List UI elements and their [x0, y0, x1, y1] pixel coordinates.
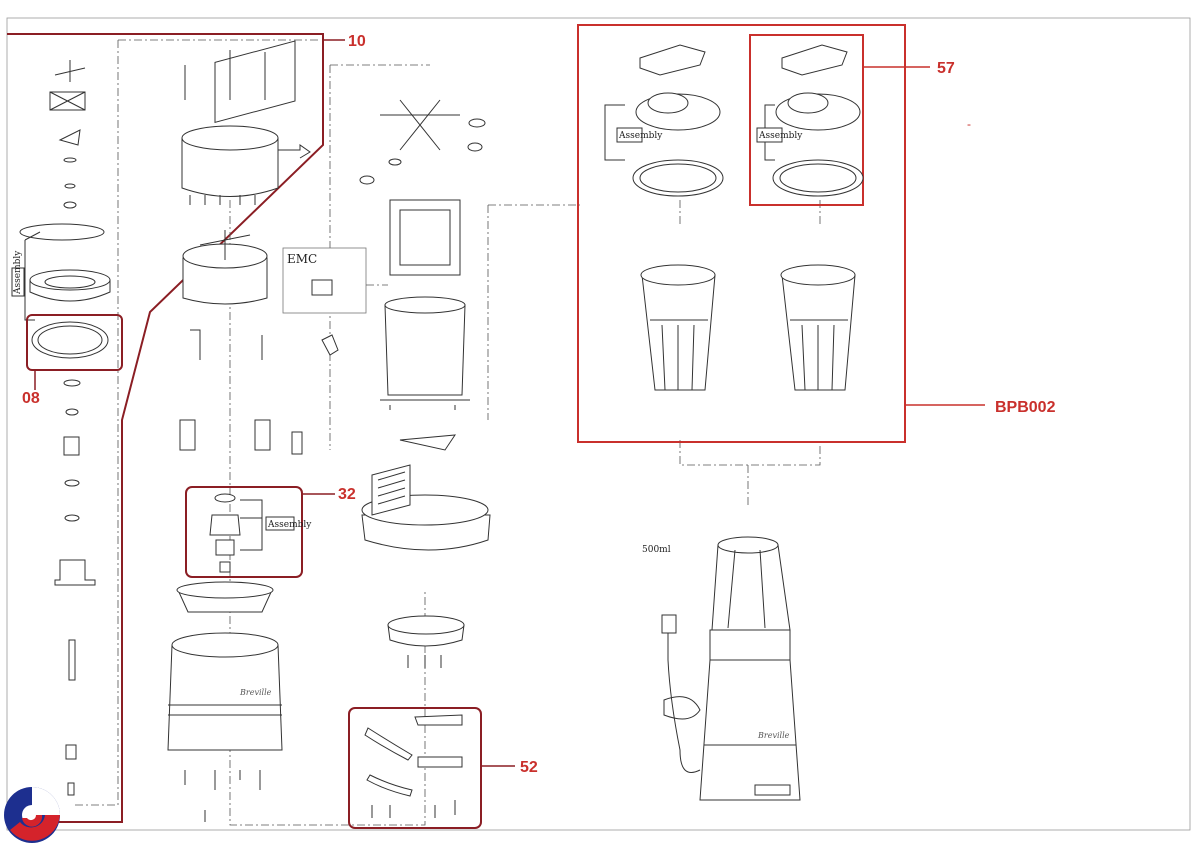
- emc-filter-icon: [311, 279, 333, 296]
- svg-text:Breville: Breville: [239, 688, 272, 697]
- callout-52: 52: [520, 759, 538, 776]
- callout-32: 32: [338, 486, 356, 503]
- group-bpb002-outline: [577, 24, 906, 443]
- callout-08: 08: [22, 390, 40, 407]
- group-08-outline: [26, 314, 123, 371]
- lid-assembly-right: Assembly: [756, 44, 864, 197]
- group-32-parts: Assembly: [209, 493, 312, 573]
- brand-mark: Breville: [757, 731, 790, 740]
- emc-label: EMC: [287, 252, 317, 266]
- company-logo: [4, 787, 60, 843]
- cup-left: [640, 264, 716, 391]
- callout-57: 57: [937, 60, 955, 77]
- drive-coupling-parts: [179, 40, 311, 455]
- assembly-label-lid-left: Assembly: [618, 131, 663, 141]
- assembly-label-32: Assembly: [267, 520, 312, 530]
- blade-assembly-parts: Assembly: [11, 60, 111, 796]
- lid-assembly-left: Assembly: [604, 44, 724, 197]
- assembled-blender: Breville: [661, 536, 801, 801]
- callout-bpb002: BPB002: [995, 399, 1056, 416]
- callout-10: 10: [348, 33, 366, 50]
- cup-right: [780, 264, 856, 391]
- group-52-parts: [364, 714, 463, 818]
- assembly-label-lid-right: Assembly: [758, 131, 803, 141]
- motor-base-housing: Breville: [167, 581, 283, 822]
- page-frame: [6, 17, 1191, 831]
- motor-assembly-parts: [321, 99, 491, 668]
- group-57-outline: [749, 34, 864, 206]
- group-10-outline: [7, 33, 324, 823]
- capacity-label: 500ml: [642, 545, 671, 555]
- assembly-label-left: Assembly: [13, 250, 23, 295]
- group-52-outline: [348, 707, 482, 829]
- group-32-outline: [185, 486, 303, 578]
- svg-text:-: -: [967, 117, 971, 131]
